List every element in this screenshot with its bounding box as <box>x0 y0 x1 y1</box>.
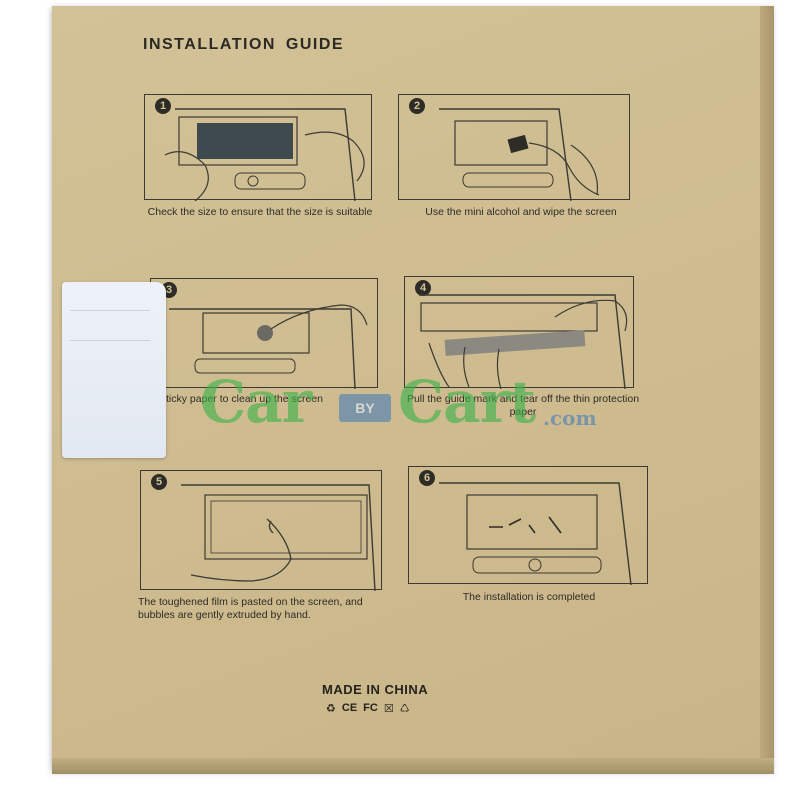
step-caption-2: Use the mini alcohol and wipe the screen <box>425 206 617 218</box>
step-panel-3: 3 <box>150 278 378 389</box>
ce-mark-icon: CE <box>341 702 358 714</box>
step-illustration-5 <box>181 484 376 591</box>
recycle-icon: ♻ <box>326 702 336 715</box>
white-sticker-label <box>62 282 166 458</box>
step-caption-6: The installation is completed <box>462 591 596 603</box>
watermark-car-text: Car <box>200 368 312 436</box>
step-panel-4: 4 <box>404 276 634 389</box>
step-caption-1: Check the size to ensure that the size i… <box>147 206 373 218</box>
guide-title: INSTALLATION GUIDE <box>143 36 345 53</box>
watermark-cart-text: Cart <box>398 368 536 436</box>
step-illustration-2 <box>439 108 600 201</box>
step-number-1: 1 <box>155 98 171 114</box>
watermark-by-badge: BY <box>339 394 391 422</box>
step-number-6: 6 <box>419 470 435 486</box>
carbycart-watermark: Car BY Cart .com <box>200 368 620 438</box>
step-number-5: 5 <box>151 474 167 490</box>
made-in-china-label: MADE IN CHINA <box>322 682 429 697</box>
step-panel-1: 1 <box>144 94 372 201</box>
step-caption-4: Pull the guide mark and tear off the thi… <box>406 393 640 418</box>
step-number-2: 2 <box>409 98 425 114</box>
box-bottom-edge <box>52 758 774 774</box>
watermark-com-text: .com <box>543 406 597 430</box>
safety-symbol-icon: ♺ <box>399 702 410 715</box>
step-illustration-1 <box>164 108 365 201</box>
trash-bin-icon: ☒ <box>383 702 394 715</box>
step-illustration-6 <box>439 482 632 585</box>
step-panel-5: 5 <box>140 470 382 591</box>
step-illustration-3 <box>169 304 368 389</box>
step-illustration-4 <box>419 294 628 389</box>
step-panel-2: 2 <box>398 94 630 201</box>
certification-marks: ♻ CE FC ☒ ♺ <box>326 700 410 716</box>
fc-mark-icon: FC <box>363 702 378 714</box>
box-side-edge <box>760 6 774 770</box>
step-caption-3: e sticky paper to clean up the screen <box>152 393 324 405</box>
step-number-4: 4 <box>415 280 431 296</box>
step-panel-6: 6 <box>408 466 648 585</box>
step-caption-5: The toughened film is pasted on the scre… <box>138 596 363 621</box>
product-box <box>52 6 772 770</box>
